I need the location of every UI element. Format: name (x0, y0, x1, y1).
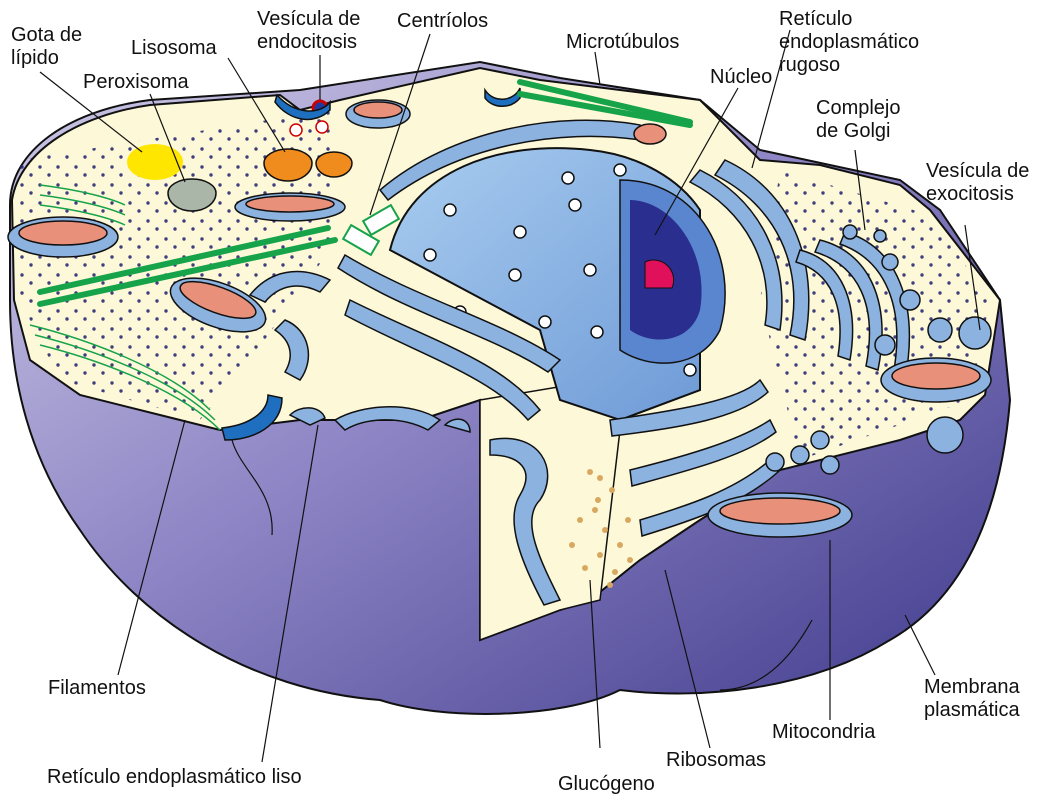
label-lipid-droplet: Gota de lípido (11, 24, 82, 70)
label-mitochondrion: Mitocondria (772, 721, 875, 744)
label-lysosome: Lisosoma (131, 37, 217, 60)
label-plasma-membrane: Membrana plasmática (924, 676, 1020, 722)
label-smooth-er: Retículo endoplasmático liso (47, 766, 302, 789)
label-ribosomes: Ribosomas (666, 749, 766, 772)
label-rough-er: Retículo endoplasmático rugoso (779, 8, 919, 77)
label-nucleus: Núcleo (710, 66, 772, 89)
label-endocytic-vesicle: Vesícula de endocitosis (257, 8, 360, 54)
label-golgi: Complejo de Golgi (816, 97, 900, 143)
label-exocytic-vesicle: Vesícula de exocitosis (926, 160, 1029, 206)
label-peroxisome: Peroxisoma (83, 71, 189, 94)
label-centrioles: Centríolos (397, 10, 488, 33)
label-microtubules: Microtúbulos (566, 31, 679, 54)
label-filaments: Filamentos (48, 677, 146, 700)
label-glycogen: Glucógeno (558, 773, 655, 796)
